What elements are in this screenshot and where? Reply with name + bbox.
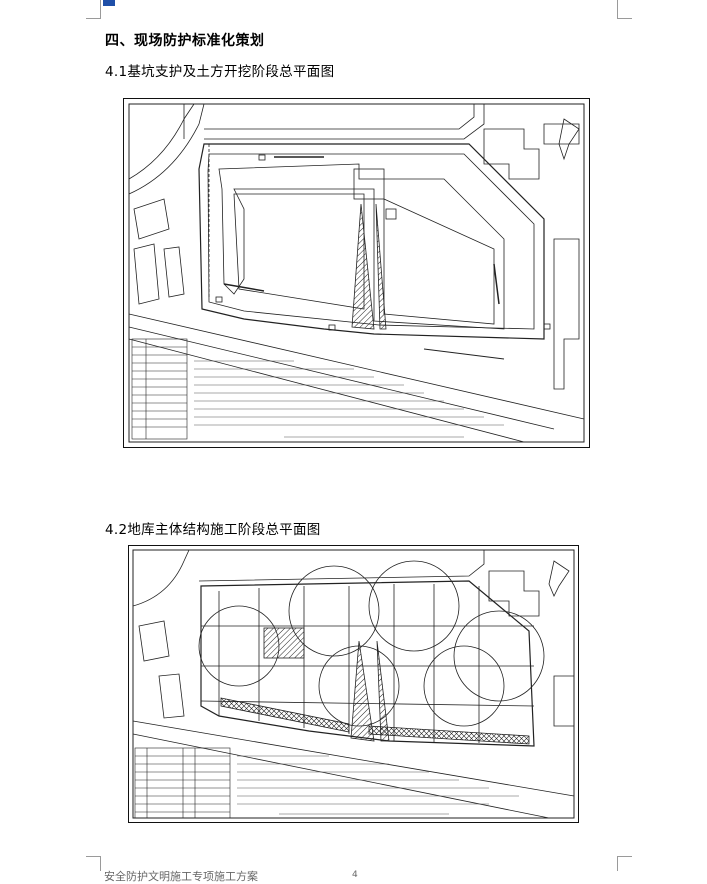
site-plan-drawing-2 bbox=[128, 545, 579, 823]
page-corner-mark bbox=[86, 856, 101, 871]
header-tab-marker bbox=[103, 0, 115, 6]
site-plan-1-graphic bbox=[128, 103, 585, 443]
page-corner-mark bbox=[86, 0, 101, 19]
section-heading: 四、现场防护标准化策划 bbox=[105, 33, 265, 49]
site-plan-2-graphic bbox=[132, 549, 575, 819]
footer-document-title: 安全防护文明施工专项施工方案 bbox=[104, 870, 258, 883]
page-number: 4 bbox=[352, 870, 358, 880]
page-corner-mark bbox=[617, 856, 632, 871]
subsection-title-2: 4.2地库主体结构施工阶段总平面图 bbox=[105, 522, 321, 538]
page-corner-mark bbox=[617, 0, 632, 19]
site-plan-drawing-1 bbox=[123, 98, 590, 448]
subsection-title-1: 4.1基坑支护及土方开挖阶段总平面图 bbox=[105, 64, 335, 80]
